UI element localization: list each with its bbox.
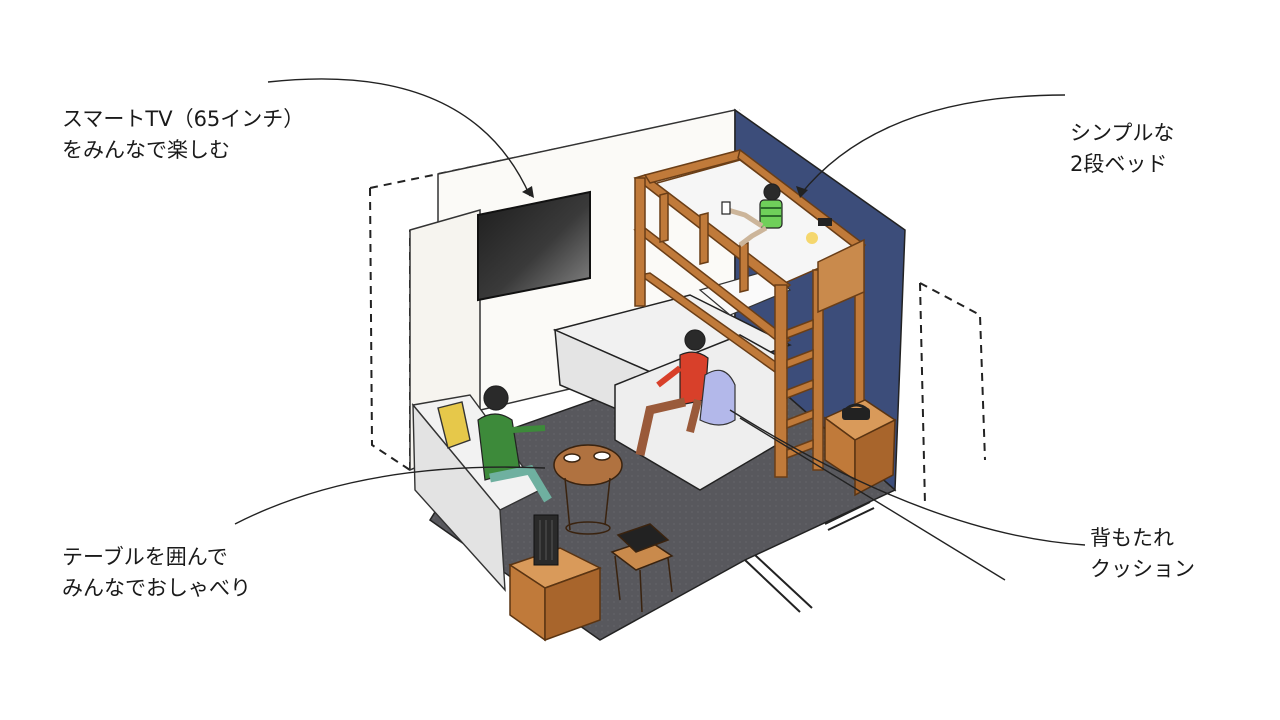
door-threshold bbox=[744, 501, 875, 613]
annotation-bunk-line1: シンプルな bbox=[1070, 121, 1175, 145]
speaker bbox=[533, 514, 559, 566]
man-green-shirt bbox=[477, 385, 552, 503]
bunk-bed bbox=[633, 148, 867, 478]
leader-lines bbox=[234, 78, 1086, 581]
annotation-table-line1: テーブルを囲んで bbox=[62, 545, 228, 569]
leader-cushion-2 bbox=[739, 417, 1006, 581]
bunk-lamp bbox=[806, 218, 832, 244]
leader-bunk bbox=[799, 94, 1066, 196]
annotation-tv-line1: スマートTV（65インチ） bbox=[62, 107, 305, 131]
annotation-cushion: 背もたれ クッション bbox=[1090, 523, 1195, 585]
annotation-smart-tv: スマートTV（65インチ） をみんなで楽しむ bbox=[62, 104, 304, 166]
sofa bbox=[411, 394, 542, 592]
annotation-table: テーブルを囲んで みんなでおしゃべり bbox=[62, 542, 251, 604]
leader-tv bbox=[267, 78, 531, 197]
woman-red-shirt bbox=[635, 329, 709, 456]
side-table-left bbox=[508, 547, 602, 642]
telephone bbox=[842, 403, 870, 420]
back-cushion-bag bbox=[699, 369, 736, 426]
annotation-bunk-line2: 2段ベッド bbox=[1070, 152, 1168, 176]
annotation-bunk-bed: シンプルな 2段ベッド bbox=[1070, 118, 1174, 180]
smart-tv bbox=[477, 190, 591, 302]
annotation-table-line2: みんなでおしゃべり bbox=[62, 576, 251, 600]
leader-table bbox=[234, 466, 546, 525]
child-upper-bunk bbox=[721, 183, 783, 247]
round-table bbox=[553, 444, 623, 535]
annotation-tv-line2: をみんなで楽しむ bbox=[62, 138, 230, 162]
arrowhead-tv bbox=[522, 186, 534, 198]
arrowhead-bunk bbox=[796, 186, 808, 198]
stool bbox=[610, 523, 674, 613]
leader-cushion bbox=[729, 409, 1086, 546]
annotation-cushion-line1: 背もたれ bbox=[1090, 526, 1174, 550]
annotation-cushion-line2: クッション bbox=[1090, 557, 1195, 581]
